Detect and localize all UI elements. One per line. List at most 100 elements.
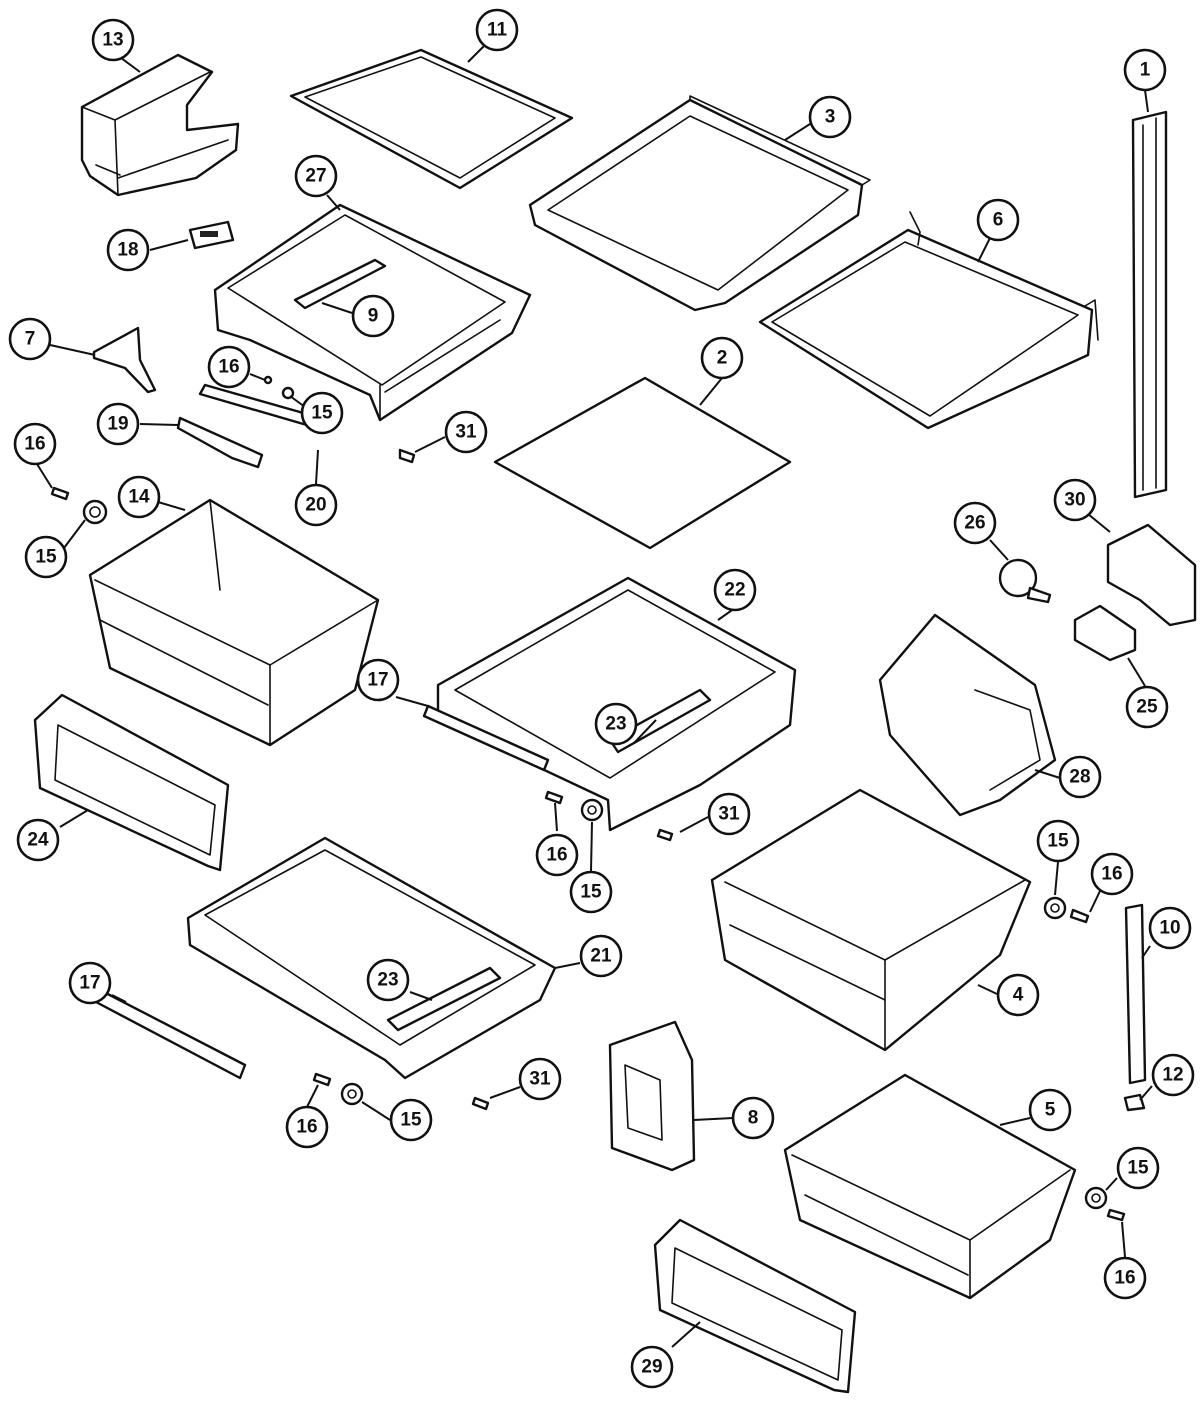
part-12-clip	[1123, 1093, 1146, 1112]
part-18-bracket	[188, 220, 235, 250]
part-23-glass-insert-a	[608, 688, 712, 754]
callout-21: 21	[579, 934, 623, 978]
part-15-washer-b	[82, 499, 108, 525]
part-25-light-socket	[1073, 604, 1137, 662]
callout-15-label: 15	[580, 882, 602, 903]
part-16-screw-f	[1106, 1208, 1126, 1222]
part-29-drawer-front	[653, 1218, 857, 1394]
callout-10: 10	[1148, 906, 1192, 950]
part-26-light-bulb	[998, 558, 1052, 604]
callout-18: 18	[106, 228, 150, 272]
callout-15-label: 15	[35, 547, 57, 568]
callout-16: 16	[535, 833, 579, 877]
callout-25: 25	[1125, 685, 1169, 729]
part-10-trim	[1124, 903, 1147, 1085]
part-14-crisper-drawer	[88, 498, 380, 747]
part-21-crisper-cover	[186, 836, 557, 1080]
callout-15: 15	[24, 535, 68, 579]
callout-21-label: 21	[590, 946, 612, 967]
callout-6: 6	[976, 198, 1020, 242]
part-3-shelf-assembly	[528, 95, 871, 312]
callout-8-label: 8	[748, 1108, 759, 1129]
callout-30: 30	[1053, 478, 1097, 522]
callout-31: 31	[707, 792, 751, 836]
part-7-clip	[92, 326, 157, 394]
part-16-screw-d	[1069, 908, 1090, 924]
part-17-rail-a	[422, 704, 550, 772]
callout-16: 16	[207, 345, 251, 389]
callout-15-label: 15	[311, 403, 333, 424]
callout-13: 13	[91, 18, 135, 62]
callout-5-label: 5	[1045, 1100, 1056, 1121]
callout-3-label: 3	[825, 107, 836, 128]
callout-22-label: 22	[724, 580, 745, 601]
callout-9: 9	[351, 294, 395, 338]
callout-30-label: 30	[1064, 490, 1085, 511]
callout-11: 11	[475, 8, 519, 52]
callout-27: 27	[294, 154, 338, 198]
callout-14-label: 14	[128, 487, 150, 508]
callout-16-label: 16	[546, 845, 567, 866]
callout-1-label: 1	[1140, 60, 1151, 81]
callout-28: 28	[1058, 755, 1102, 799]
callout-15: 15	[389, 1098, 433, 1142]
part-28-air-tower	[878, 613, 1057, 817]
part-6-wire-shelf	[758, 211, 1099, 430]
callout-31-label: 31	[529, 1069, 551, 1090]
callout-20-label: 20	[305, 495, 326, 516]
part-24-drawer-front	[33, 693, 230, 872]
callout-2: 2	[700, 336, 744, 380]
callout-31: 31	[444, 410, 488, 454]
callout-17-label: 17	[79, 973, 100, 994]
callout-23-label: 23	[377, 970, 398, 991]
callout-1: 1	[1123, 48, 1167, 92]
part-5-crisper-drawer	[783, 1073, 1077, 1300]
callout-15: 15	[300, 391, 344, 435]
part-16-screw-b	[50, 486, 70, 501]
callout-13-label: 13	[102, 30, 123, 51]
part-8-door-pocket	[608, 1020, 696, 1172]
part-9-slide	[293, 258, 387, 310]
callout-7: 7	[8, 317, 52, 361]
part-13-door-bin	[80, 53, 240, 197]
callout-8: 8	[731, 1096, 775, 1140]
callout-25-label: 25	[1136, 697, 1158, 718]
part-15-washer-e	[340, 1082, 364, 1106]
part-31-screw-b	[656, 828, 674, 842]
callout-9-label: 9	[368, 306, 379, 327]
callout-29: 29	[630, 1345, 674, 1389]
part-1-shelf-ladder	[1131, 110, 1168, 499]
callout-18-label: 18	[117, 240, 138, 261]
callout-7-label: 7	[25, 329, 36, 350]
callout-26-label: 26	[964, 513, 985, 534]
part-19-slider	[176, 416, 264, 469]
callout-31: 31	[518, 1057, 562, 1101]
part-23-glass-insert-b	[386, 966, 502, 1032]
callout-31-label: 31	[455, 422, 477, 443]
callout-22: 22	[713, 568, 757, 612]
part-31-screw-a	[398, 448, 416, 464]
part-31-screw-c	[471, 1096, 490, 1111]
callout-6-label: 6	[993, 210, 1004, 231]
part-15-washer-c	[580, 798, 604, 822]
callout-5: 5	[1028, 1088, 1072, 1132]
callout-29-label: 29	[641, 1357, 662, 1378]
callout-3: 3	[808, 95, 852, 139]
callout-16-label: 16	[1114, 1268, 1135, 1289]
part-15-washer-d	[1043, 896, 1067, 920]
callout-19: 19	[96, 402, 140, 446]
callout-15: 15	[1036, 819, 1080, 863]
callout-16-label: 16	[24, 434, 45, 455]
callout-24-label: 24	[27, 830, 49, 851]
callout-16: 16	[1103, 1256, 1147, 1300]
part-16-screw-e	[312, 1072, 332, 1087]
callout-17: 17	[68, 961, 112, 1005]
part-15-washer-f	[1084, 1186, 1108, 1210]
callout-12: 12	[1151, 1053, 1195, 1097]
callout-20: 20	[294, 483, 338, 527]
part-4-crisper-drawer	[710, 788, 1032, 1052]
callout-27-label: 27	[305, 166, 326, 187]
callout-16: 16	[285, 1105, 329, 1149]
callout-16: 16	[13, 422, 57, 466]
part-17-rail-b	[94, 988, 247, 1080]
